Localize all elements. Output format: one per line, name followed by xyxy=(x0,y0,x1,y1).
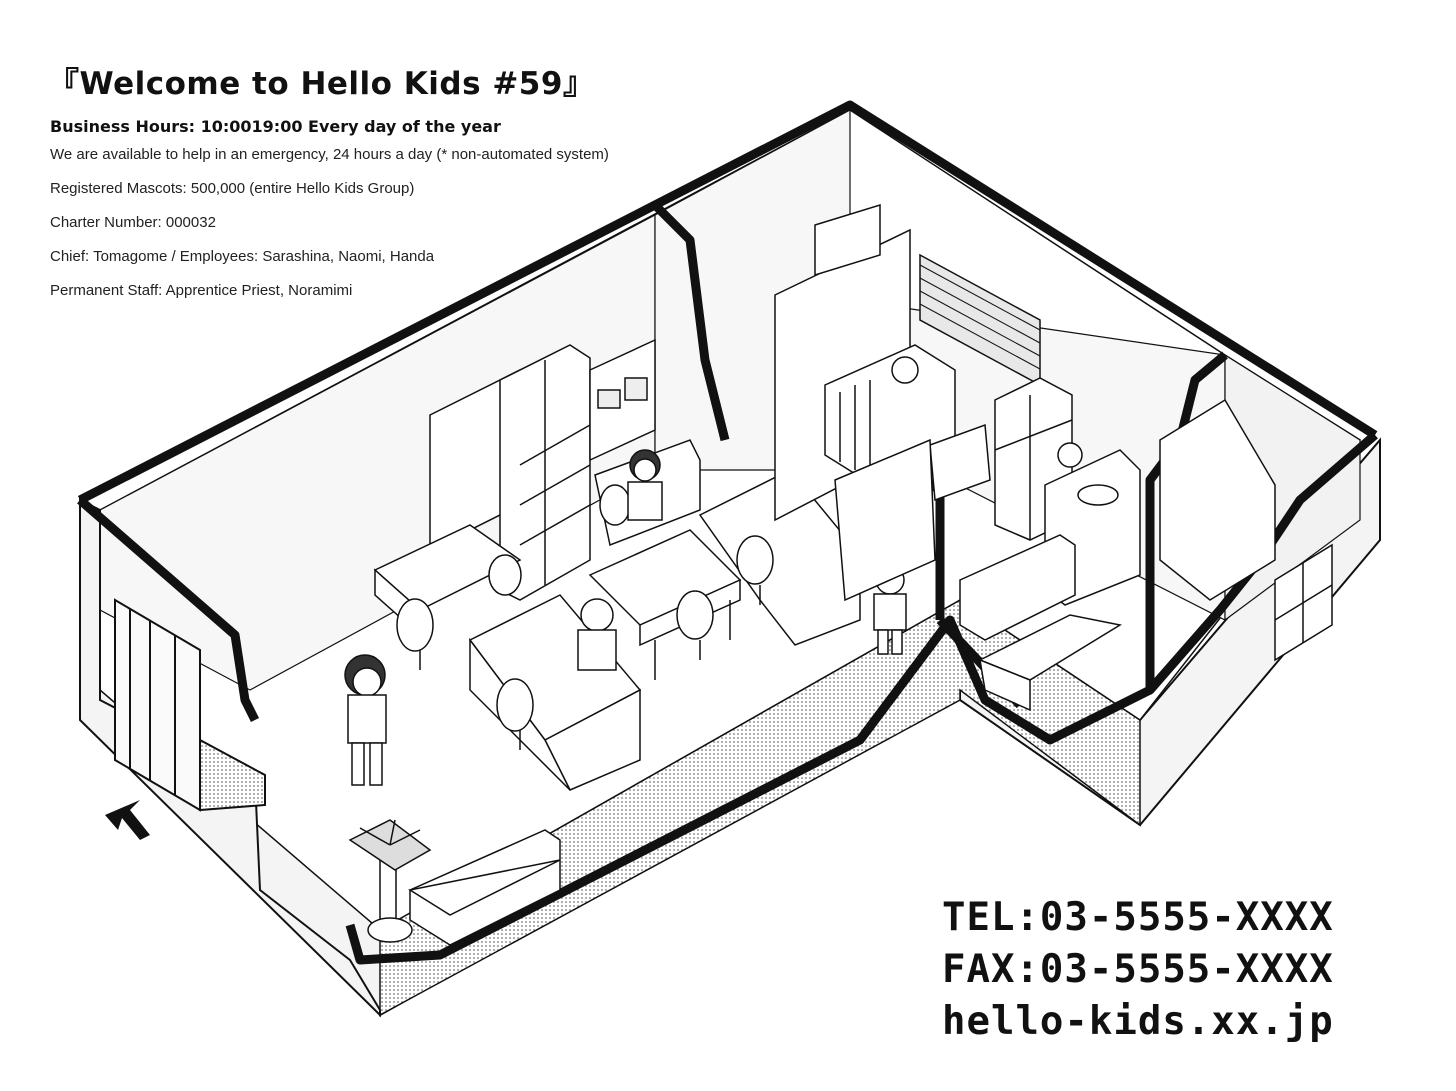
back-room-furniture xyxy=(774,203,1041,602)
info-line-emergency: We are available to help in an emergency… xyxy=(50,146,609,163)
sink-icon xyxy=(1077,484,1119,506)
storage-cabinets xyxy=(429,338,656,601)
sofas xyxy=(408,534,1123,946)
entrance-arrow-icon xyxy=(105,800,150,840)
website-link[interactable]: hello-kids.xx.jp xyxy=(942,999,1334,1044)
info-header: 『Welcome to Hello Kids #59』 Business Hou… xyxy=(48,58,748,316)
office-chairs xyxy=(396,484,774,750)
fax-number: FAX:03-5555-XXXX xyxy=(942,947,1334,992)
kitchenette xyxy=(994,377,1141,606)
info-line-staff: Chief: Tomagome / Employees: Sarashina, … xyxy=(50,248,435,265)
phone-number: TEL:03-5555-XXXX xyxy=(942,895,1334,940)
business-hours: Business Hours: 10:0019:00 Every day of … xyxy=(50,117,501,136)
info-line-permanent: Permanent Staff: Apprentice Priest, Nora… xyxy=(50,282,353,299)
contact-block: TEL:03-5555-XXXX FAX:03-5555-XXXX hello-… xyxy=(942,892,1334,1048)
right-room xyxy=(1159,398,1333,662)
info-line-charter: Charter Number: 000032 xyxy=(50,214,216,231)
info-line-mascots: Registered Mascots: 500,000 (entire Hell… xyxy=(50,180,415,197)
entrance-doors xyxy=(114,598,266,812)
potted-plant-icon xyxy=(348,819,432,943)
page-title: 『Welcome to Hello Kids #59』 xyxy=(48,66,595,102)
wall-cut-outline xyxy=(77,100,1378,965)
